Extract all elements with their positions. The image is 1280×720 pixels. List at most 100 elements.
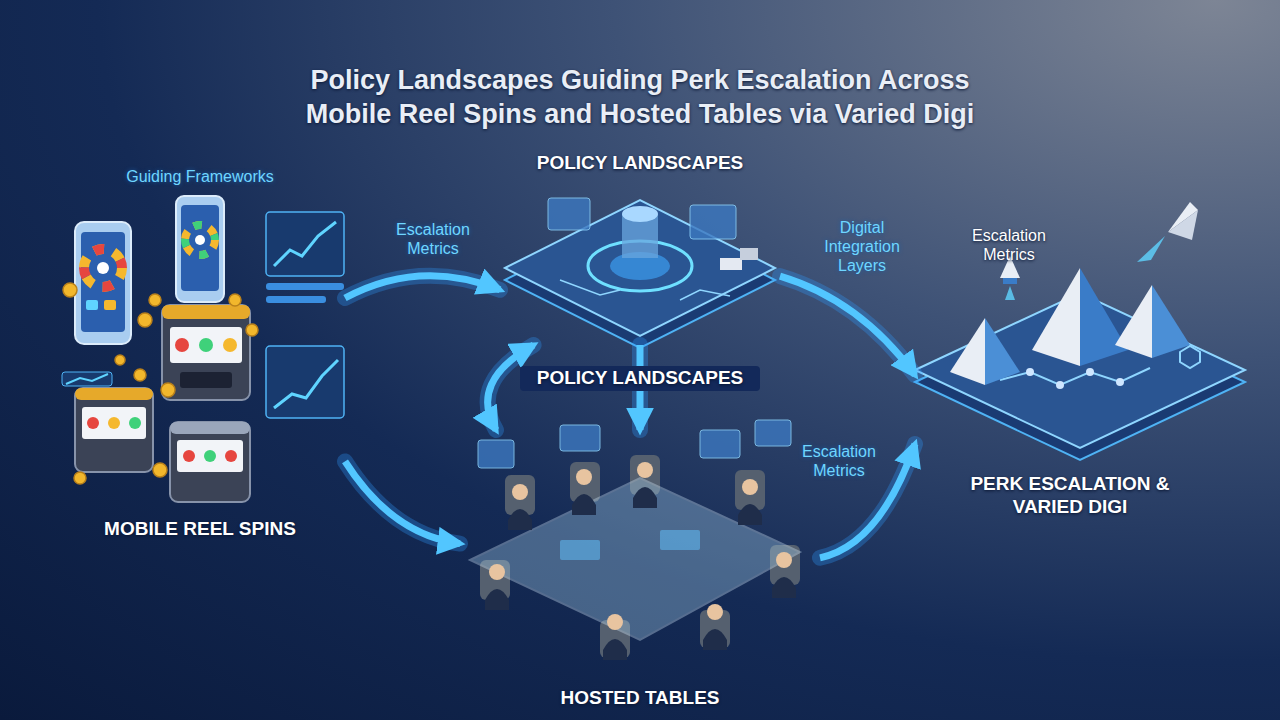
arrow-glow <box>345 461 460 543</box>
arrow-glow <box>820 444 915 558</box>
illustration-shape <box>181 205 219 291</box>
illustration-shape <box>742 479 758 495</box>
illustration-shape <box>204 450 216 462</box>
illustration-shape <box>225 450 237 462</box>
illustration-shape <box>707 604 723 620</box>
illustration-shape <box>985 318 1020 385</box>
illustration-shape <box>84 249 122 287</box>
illustration-shape <box>86 300 98 310</box>
illustration-shape <box>576 469 592 485</box>
illustration-shape <box>183 450 195 462</box>
edge-label: Escalation Metrics <box>788 442 890 480</box>
illustration-shape <box>84 249 122 287</box>
chart-panels <box>62 212 344 418</box>
illustration-shape <box>170 327 242 363</box>
illustration-shape <box>1003 278 1017 284</box>
arrow-line <box>345 276 500 298</box>
illustration-shape <box>195 235 205 245</box>
illustration-shape <box>548 198 590 230</box>
illustration-shape <box>1116 378 1124 386</box>
free-label: Escalation Metrics <box>953 226 1065 264</box>
illustration-shape <box>738 504 762 525</box>
illustration-shape <box>1080 268 1128 366</box>
illustration-shape <box>177 440 243 472</box>
illustration-shape <box>622 206 658 222</box>
node-heading: POLICY LANDSCAPES <box>537 152 744 175</box>
illustration-shape <box>81 232 125 332</box>
perk-platform <box>915 268 1245 460</box>
node-heading: HOSTED TABLES <box>560 687 719 710</box>
illustration-shape <box>161 383 175 397</box>
illustration-shape <box>1086 368 1094 376</box>
illustration-shape <box>176 196 224 302</box>
illustration-shape <box>82 407 146 439</box>
illustration-shape <box>74 472 86 484</box>
coins <box>63 283 258 484</box>
illustration-shape <box>274 222 336 266</box>
illustration-shape <box>1032 268 1080 366</box>
illustration-shape <box>75 222 131 344</box>
illustration-shape <box>185 225 215 255</box>
illustration-shape <box>485 589 509 610</box>
illustration-shape <box>1152 285 1190 358</box>
illustration-shape <box>560 425 600 451</box>
illustration-shape <box>246 324 258 336</box>
illustration-shape <box>266 212 344 276</box>
illustration-shape <box>180 372 232 388</box>
illustration-shape <box>266 296 326 303</box>
illustration-shape <box>950 318 985 385</box>
flow-arrow <box>345 461 460 543</box>
illustration-shape <box>66 374 108 384</box>
hosted-table <box>470 420 800 660</box>
illustration-shape <box>274 360 338 408</box>
illustration-shape <box>478 440 514 468</box>
illustration-shape <box>470 478 800 640</box>
arrow-line <box>345 461 460 543</box>
illustration-shape <box>755 420 791 446</box>
illustration-shape <box>185 225 215 255</box>
illustration-shape <box>149 294 161 306</box>
illustration-shape <box>633 487 657 508</box>
illustration-shape <box>63 283 77 297</box>
flow-arrow <box>780 276 915 375</box>
illustration-shape <box>138 313 152 327</box>
arrow-glow <box>780 276 915 375</box>
illustration-shape <box>75 388 153 472</box>
illustration-shape <box>776 552 792 568</box>
illustration-shape <box>162 305 250 400</box>
arrow-line <box>780 276 915 375</box>
illustration-shape <box>1115 285 1152 358</box>
illustration-shape <box>560 280 620 295</box>
illustration-shape <box>229 294 241 306</box>
flow-arrow <box>345 276 500 298</box>
diagram-node: PERK ESCALATION & VARIED DIGI <box>915 225 1225 525</box>
illustration-shape <box>512 484 528 500</box>
illustration-shape <box>170 422 250 434</box>
edge-label: POLICY LANDSCAPES <box>520 366 760 391</box>
diagram-node: HOSTED TABLES <box>460 430 820 714</box>
diagram-node: Guiding FrameworksMOBILE REEL SPINS <box>55 165 345 545</box>
illustration-shape <box>489 564 505 580</box>
illustration-shape <box>1026 368 1034 376</box>
arrow-glow <box>345 276 500 298</box>
illustration-shape <box>1137 236 1165 262</box>
illustration-shape <box>1000 368 1150 385</box>
illustration-shape <box>508 509 532 530</box>
illustration-shape <box>505 200 775 336</box>
illustration-shape <box>108 417 120 429</box>
illustration-shape <box>62 372 112 386</box>
node-heading: PERK ESCALATION & VARIED DIGI <box>960 473 1180 519</box>
illustration-shape <box>1056 381 1064 389</box>
illustration-shape <box>1026 368 1124 389</box>
illustration-shape <box>680 290 730 300</box>
diagram-node: POLICY LANDSCAPES <box>500 148 780 345</box>
diagram-title: Policy Landscapes Guiding Perk Escalatio… <box>270 64 1010 132</box>
illustration-shape <box>134 369 146 381</box>
illustration-shape <box>700 430 740 458</box>
illustration-shape <box>129 417 141 429</box>
illustration-shape <box>637 462 653 478</box>
node-heading: Guiding Frameworks <box>126 167 274 186</box>
illustration-shape <box>489 462 792 630</box>
illustration-shape <box>690 205 736 239</box>
